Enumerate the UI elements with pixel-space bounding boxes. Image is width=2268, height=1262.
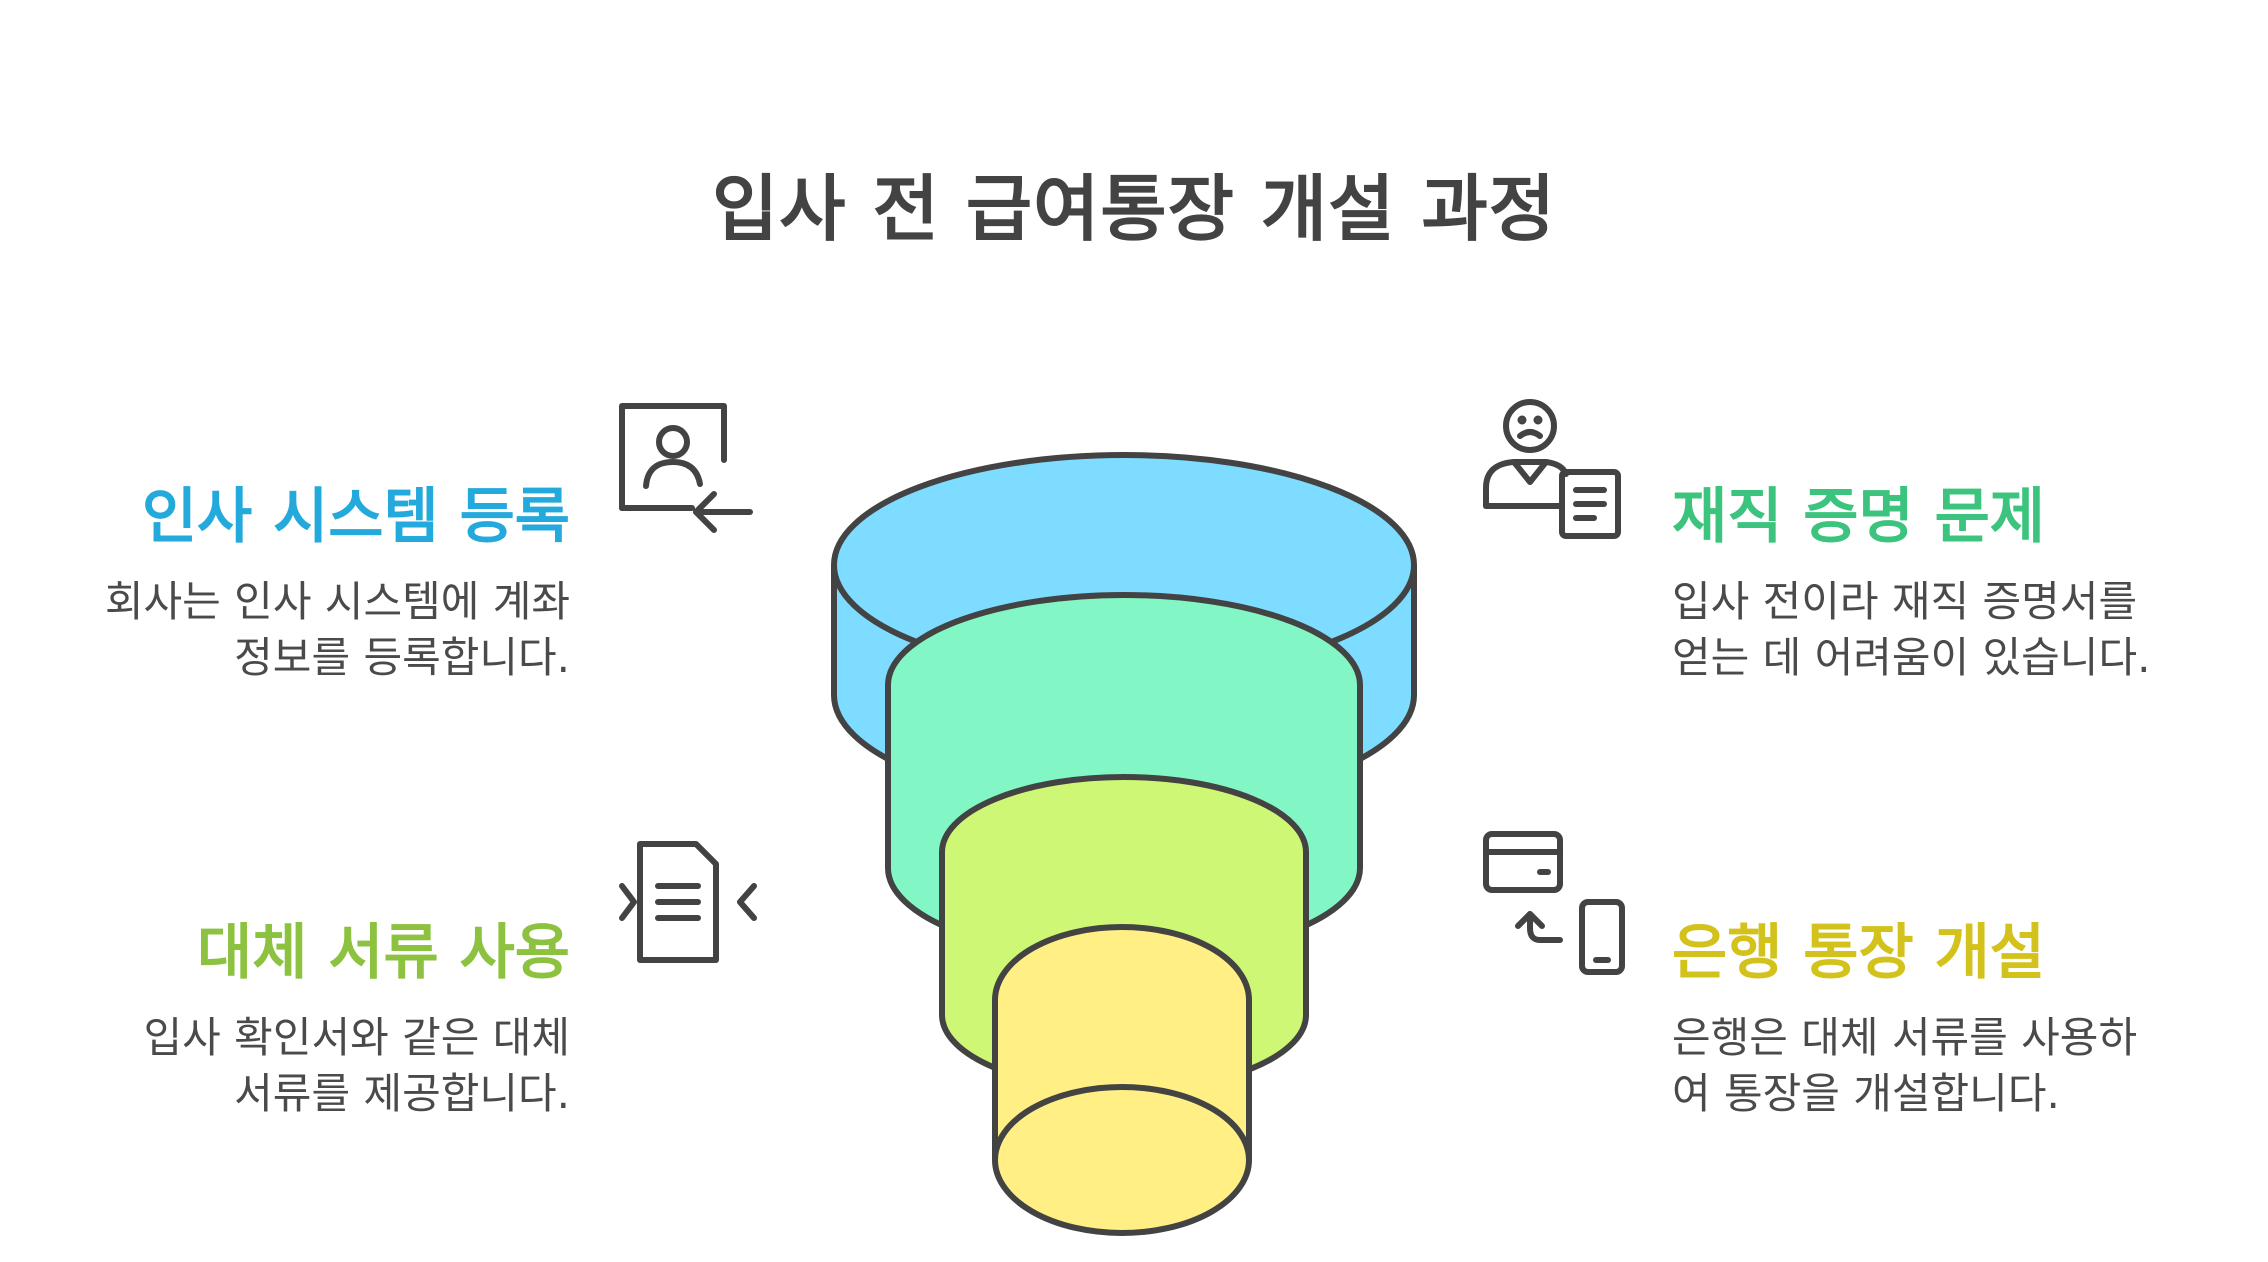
step-2-heading: 재직 증명 문제 bbox=[1672, 482, 2045, 552]
step-3-desc-line-2: 서류를 제공합니다. bbox=[234, 1069, 570, 1118]
step-1-description: 회사는 인사 시스템에 계좌 정보를 등록합니다. bbox=[105, 574, 570, 686]
step-1-heading: 인사 시스템 등록 bbox=[141, 482, 570, 552]
step-1-desc-line-1: 회사는 인사 시스템에 계좌 bbox=[104, 577, 570, 626]
sad-person-document-icon bbox=[1483, 399, 1621, 539]
card-phone-icon bbox=[1483, 831, 1625, 975]
step-3-desc-line-1: 입사 확인서와 같은 대체 bbox=[143, 1013, 570, 1062]
step-4-desc-line-1: 은행은 대체 서류를 사용하 bbox=[1672, 1013, 2138, 1062]
step-4-description: 은행은 대체 서류를 사용하 여 통장을 개설합니다. bbox=[1672, 1010, 2137, 1122]
document-exchange-icon bbox=[619, 841, 757, 963]
step-4-heading: 은행 통장 개설 bbox=[1672, 918, 2045, 988]
step-4-desc-line-2: 여 통장을 개설합니다. bbox=[1672, 1069, 2060, 1118]
step-3-description: 입사 확인서와 같은 대체 서류를 제공합니다. bbox=[144, 1010, 570, 1122]
step-1-desc-line-2: 정보를 등록합니다. bbox=[234, 633, 570, 682]
funnel-layer-4 bbox=[992, 924, 1252, 1236]
page-title: 입사 전 급여통장 개설 과정 bbox=[712, 167, 1556, 251]
step-2-description: 입사 전이라 재직 증명서를 얻는 데 어려움이 있습니다. bbox=[1672, 574, 2150, 686]
step-3-heading: 대체 서류 사용 bbox=[197, 918, 570, 988]
step-2-desc-line-2: 얻는 데 어려움이 있습니다. bbox=[1672, 633, 2151, 682]
step-2-desc-line-1: 입사 전이라 재직 증명서를 bbox=[1672, 577, 2138, 626]
profile-arrow-icon bbox=[619, 403, 753, 533]
